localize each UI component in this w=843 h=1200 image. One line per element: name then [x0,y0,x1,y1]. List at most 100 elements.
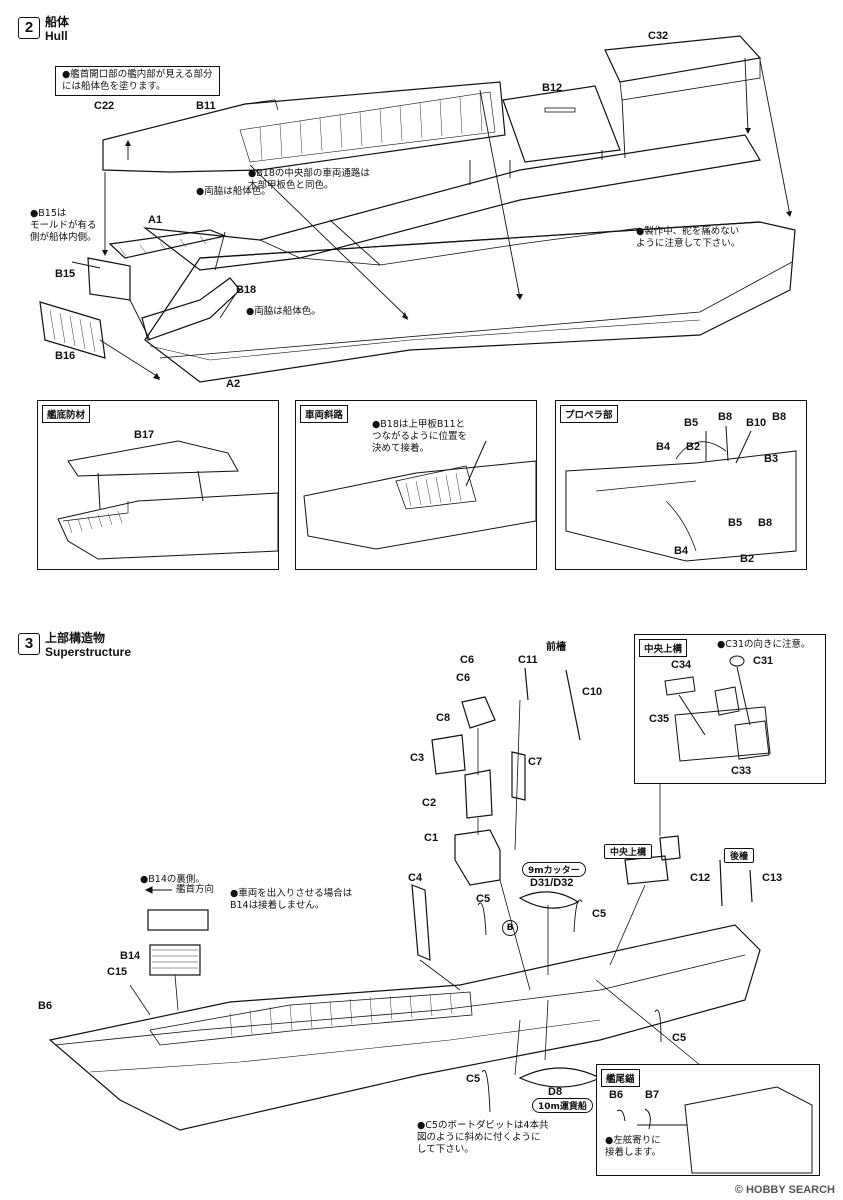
part-c4-shape [411,884,431,961]
part-b14-back [147,909,209,931]
inset-propeller: プロペラ部 B8 B10 B8 B5 B2 B4 B3 B5 B8 B4 B2 [555,400,807,570]
label-prop-b5-2: B5 [728,517,743,529]
label-c34: C34 [671,659,692,671]
bottom-guard-drawing [57,440,278,560]
note-sides-hull-color-2: ●両脇は船体色。 [246,306,321,317]
label-b18: B18 [236,284,257,296]
label-c8: C8 [436,712,451,724]
part-b18-shape [141,277,241,341]
inset-vehicle-ramp-title: 車両斜路 [300,405,349,423]
propeller-drawing [565,425,797,562]
label-prop-b5-1: B5 [684,417,699,429]
badge-transport-boat: 10m運貨船 [532,1098,593,1113]
step3-number-box: 3 [18,633,40,655]
stern-anchor-detail [616,1086,813,1174]
label-b17: B17 [134,429,155,441]
note-b14-backside: ●B14の裏側。 [140,874,205,885]
mid-superstructure-detail [664,655,771,762]
inset-propeller-title: プロペラ部 [560,405,618,423]
bridge-c1-shape [454,829,501,886]
label-prop-b4-1: B4 [656,441,671,453]
label-c32: C32 [648,30,669,42]
hull-a1-shape [142,134,761,271]
marker-b-circle: B [502,920,518,936]
label-d8: D8 [548,1086,563,1098]
badge-mid-superstructure: 中央上構 [604,844,653,859]
label-fore-mast: 前檣 [546,642,566,653]
label-prop-b2-1: B2 [686,441,701,453]
label-a2: A2 [226,378,241,390]
note-b18-walkway: ●B18の中央部の車両通路は 木部甲板色と同色。 [248,168,370,191]
step3-title-jp: 上部構造物 [45,631,106,645]
label-a1: A1 [148,214,163,226]
label-b14: B14 [120,950,141,962]
label-c15: C15 [107,966,128,978]
inset-mid-superstructure-title: 中央上構 [639,639,688,657]
deck-b11-shape [102,81,506,173]
label-b11: B11 [196,100,216,112]
label-c5-2: C5 [592,908,607,920]
label-c4: C4 [408,872,423,884]
vehicle-ramp-drawing [303,440,536,550]
label-c2: C2 [422,797,437,809]
label-prop-b10: B10 [746,417,767,429]
inset-stern-anchor: 艦尾錨 B6 B7 ●左舷寄りに 接着します。 [596,1064,820,1176]
label-c11: C11 [518,654,538,666]
part-a1-grille [108,229,228,259]
badge-aft-mast: 後檣 [724,848,755,863]
label-c6-2: C6 [456,672,471,684]
cutter-d31-shape [518,891,580,909]
step3-title-en: Superstructure [45,645,132,659]
label-prop-b4-2: B4 [674,545,689,557]
label-c5-4: C5 [466,1073,481,1085]
note-anchor-port: ●左舷寄りに 接着します。 [605,1135,662,1158]
label-anchor-b6: B6 [609,1089,624,1101]
note-b18-positioning: ●B18は上甲板B11と つながるように位置を 決めて接着。 [372,419,468,454]
label-cutter-parts: D31/D32 [530,877,574,889]
label-prop-b2-2: B2 [740,553,755,565]
step2-title-jp: 船体 [45,15,70,29]
part-c7-shape [511,751,526,801]
label-c13: C13 [762,872,783,884]
note-vehicle-b14: ●車両を出入りさせる場合は B14は接着しません。 [230,888,353,911]
inset-stern-anchor-title: 艦尾錨 [601,1069,640,1087]
badge-cutter: 9mカッター [522,862,586,877]
label-prop-b8-3: B8 [758,517,773,529]
label-prop-b3: B3 [764,453,779,465]
note-sides-hull-color-1: ●両脇は船体色。 [196,186,271,197]
label-c22: C22 [94,100,115,112]
note-c31-orientation: ●C31の向きに注意。 [717,639,811,650]
inset-mid-superstructure: 中央上構 ●C31の向きに注意。 C31 C34 C35 C33 [634,634,826,784]
watermark: © HOBBY SEARCH [734,1184,835,1196]
inset-bottom-guard-title: 艦底防材 [42,405,91,423]
label-c6-1: C6 [460,654,475,666]
label-c5-3: C5 [672,1032,687,1044]
label-c5-1: C5 [476,893,491,905]
label-b12: B12 [542,82,563,94]
inset-vehicle-ramp: 車両斜路 ●B18は上甲板B11と つながるように位置を 決めて接着。 [295,400,537,570]
inset-bottom-guard: 艦底防材 B17 [37,400,279,570]
step2-title-en: Hull [45,29,68,43]
deck-b12-shape [502,85,621,163]
label-prop-b8-1: B8 [718,411,733,423]
part-c3-shape [431,734,466,775]
label-c10: C10 [582,686,603,698]
label-c1: C1 [424,832,439,844]
label-c3: C3 [410,752,425,764]
label-b15: B15 [55,268,76,280]
note-rudder-care: ●製作中、舵を痛めない ように注意して下さい。 [636,226,741,249]
bridge-c2-shape [464,769,493,819]
label-c7: C7 [528,756,543,768]
note-b15-orientation: ●B15は モールドが有る 側が船体内側。 [30,208,97,243]
label-b16: B16 [55,350,76,362]
note-c5-davits: ●C5のボートダビットは4本共 図のように斜めに付くように して下さい。 [417,1120,549,1155]
label-c33: C33 [731,765,752,777]
label-bow-direction: 艦首方向 [176,884,215,895]
label-b6: B6 [38,1000,53,1012]
label-anchor-b7: B7 [645,1089,660,1101]
label-prop-b8-2: B8 [772,411,787,423]
part-c8-shape [461,696,496,729]
label-c12: C12 [690,872,711,884]
